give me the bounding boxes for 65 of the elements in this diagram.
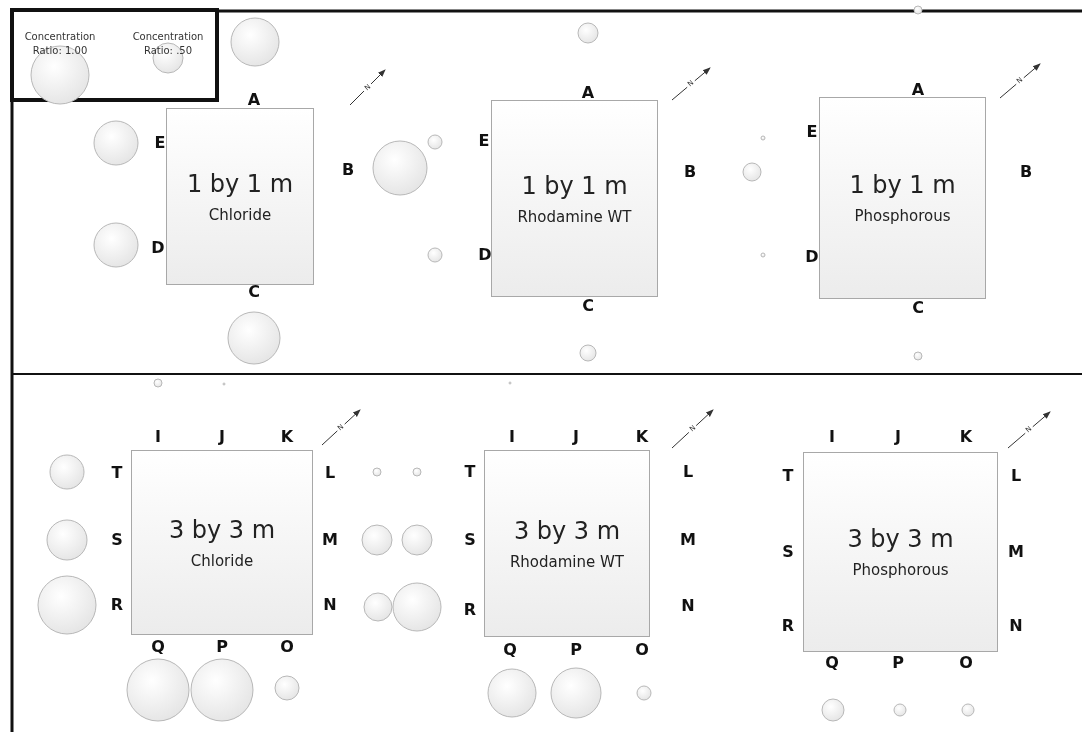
sample-point-label: N <box>1009 618 1023 634</box>
sample-point-label: A <box>911 82 925 98</box>
sample-point-label: S <box>111 532 123 548</box>
sample-point-label: T <box>464 464 476 480</box>
sample-point-label: M <box>322 532 338 548</box>
legend-text: Concentration Ratio: 1.00 <box>23 30 97 57</box>
sample-point-label: E <box>806 124 818 140</box>
sample-point-label: D <box>151 240 165 256</box>
plot-size: 3 by 3 m <box>847 525 954 553</box>
sample-point-label: K <box>280 429 294 445</box>
legend-text: Concentration Ratio: .50 <box>131 30 205 57</box>
sample-point-label: C <box>248 284 260 300</box>
sample-point-label: I <box>829 429 835 445</box>
plot-square <box>166 108 314 285</box>
sample-point-label: O <box>635 642 649 658</box>
plot-size: 1 by 1 m <box>521 171 628 200</box>
sample-point-label: C <box>582 298 594 314</box>
plot-square <box>131 450 313 635</box>
sample-point-label: K <box>959 429 973 445</box>
tracer-name: Phosphorous <box>854 207 951 225</box>
plot-size: 3 by 3 m <box>513 516 621 545</box>
sample-point-label: L <box>1010 468 1022 484</box>
sample-point-label: R <box>781 618 795 634</box>
plot-size: 3 by 3 m <box>168 515 276 544</box>
plot-size: 1 by 1 m <box>186 169 294 198</box>
plot-square <box>491 100 658 297</box>
sample-point-label: O <box>959 655 973 671</box>
sample-point-label: I <box>509 429 515 445</box>
sample-point-label: S <box>464 532 476 548</box>
plot-square <box>803 452 998 652</box>
sample-point-label: P <box>570 642 582 658</box>
sample-point-label: R <box>110 597 124 613</box>
sample-point-label: P <box>216 639 228 655</box>
sample-point-label: T <box>782 468 794 484</box>
sample-point-label: S <box>782 544 794 560</box>
sample-point-label: D <box>805 249 819 265</box>
sample-point-label: L <box>682 464 694 480</box>
sample-point-label: D <box>478 247 492 263</box>
sample-point-label: E <box>478 133 490 149</box>
sample-point-label: R <box>463 602 477 618</box>
plot-square <box>484 450 650 637</box>
tracer-name: Phosphorous <box>852 561 949 579</box>
sample-point-label: M <box>1008 544 1024 560</box>
plot-square <box>819 97 986 299</box>
sample-point-label: K <box>635 429 649 445</box>
tracer-name: Chloride <box>208 205 272 224</box>
sample-point-label: P <box>892 655 904 671</box>
tracer-name: Rhodamine WT <box>509 552 625 571</box>
sample-point-label: E <box>154 135 166 151</box>
sample-point-label: B <box>1019 164 1033 180</box>
sample-point-label: I <box>155 429 161 445</box>
tracer-name: Rhodamine WT <box>517 207 632 226</box>
sample-point-label: B <box>683 164 697 180</box>
sample-point-label: A <box>247 92 261 108</box>
sample-point-label: T <box>111 465 123 481</box>
sample-point-label: B <box>341 162 355 178</box>
sample-point-label: M <box>680 532 696 548</box>
sample-point-label: L <box>324 465 336 481</box>
sample-point-label: C <box>912 300 924 316</box>
sample-point-label: O <box>280 639 294 655</box>
sample-point-label: A <box>581 85 595 101</box>
tracer-name: Chloride <box>190 551 254 570</box>
sample-point-label: N <box>323 597 337 613</box>
sample-point-label: N <box>681 598 695 614</box>
plot-size: 1 by 1 m <box>849 171 956 199</box>
